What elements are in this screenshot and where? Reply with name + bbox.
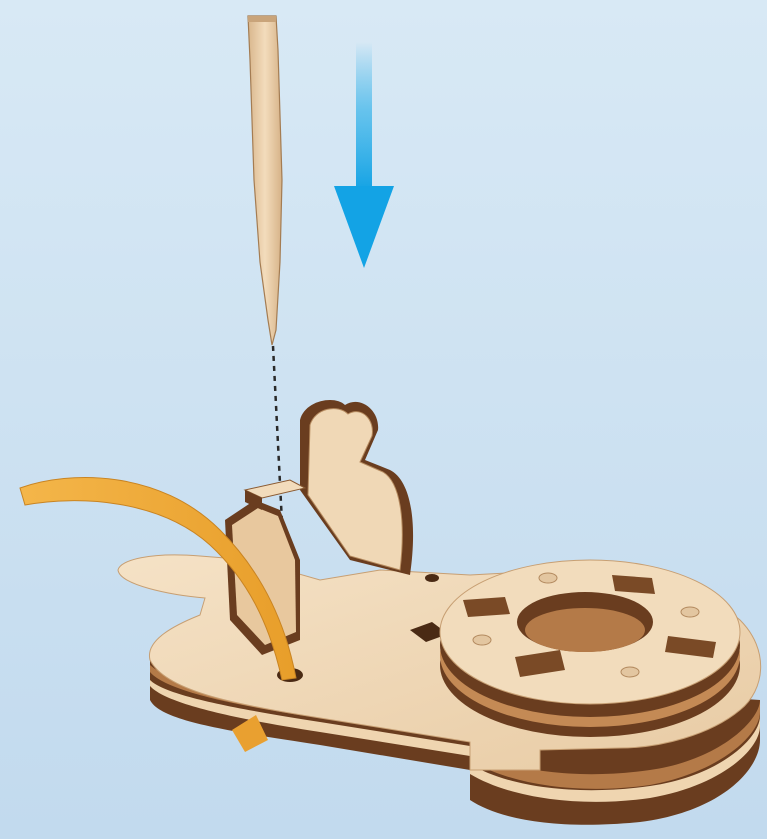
round-hub [440,560,740,737]
